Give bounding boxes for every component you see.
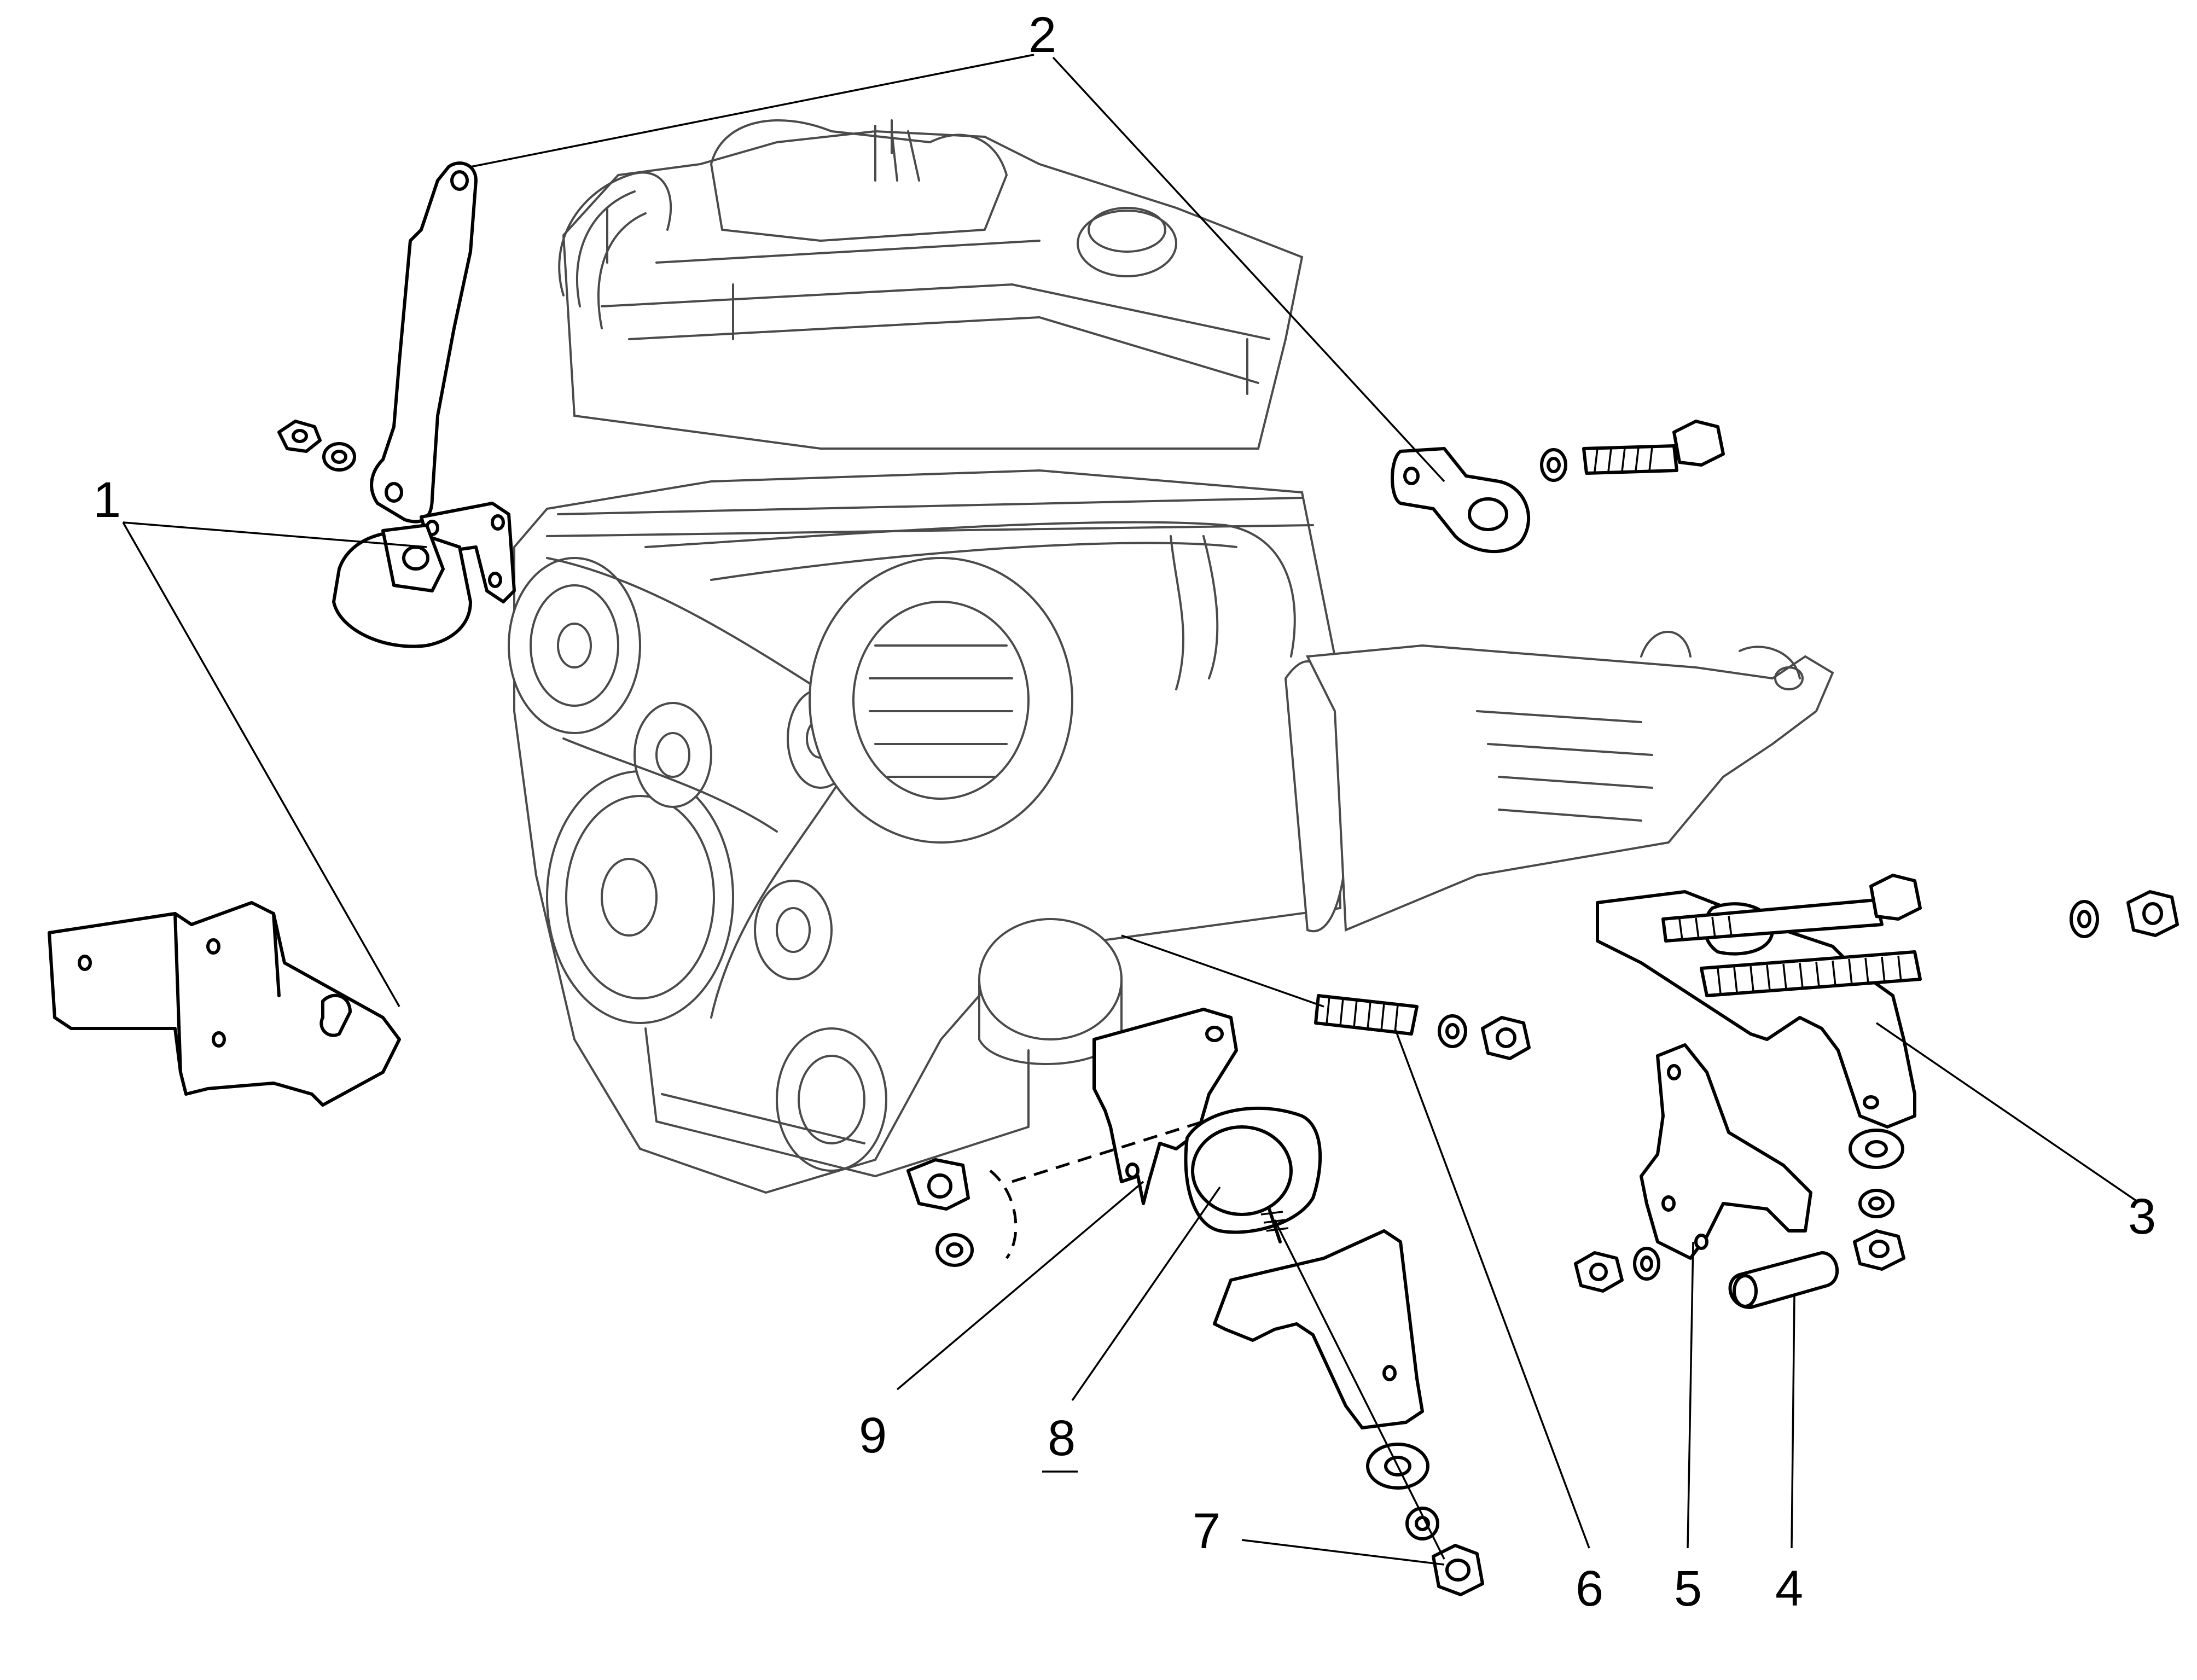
leader-8	[1071, 1187, 1221, 1401]
right-lower-lockwasher	[1858, 1189, 1894, 1218]
leader-2b	[1052, 56, 1445, 483]
leader-lines	[122, 54, 2137, 1566]
right-stud	[1700, 950, 1922, 997]
leader-2a	[470, 54, 1034, 168]
small-hanger-bracket	[1640, 1043, 1812, 1260]
assembly-dashed-line	[1012, 1120, 1204, 1183]
left-center-lockwasher	[935, 1233, 974, 1267]
center-rubber-mount	[1184, 1106, 1322, 1243]
callout-8: 8	[1048, 1410, 1076, 1466]
leader-1b	[122, 522, 400, 1007]
callout-9: 9	[859, 1408, 887, 1463]
callout-7: 7	[1193, 1503, 1220, 1559]
callout-2: 2	[1028, 7, 1056, 63]
callout-6: 6	[1576, 1561, 1603, 1617]
center-stud-washer	[1438, 1014, 1467, 1048]
upper-right-bolt	[1582, 420, 1725, 475]
right-long-bolt	[1661, 874, 1922, 943]
upper-right-washer	[1540, 448, 1567, 482]
callout-3: 3	[2128, 1189, 2156, 1245]
engine-block	[508, 119, 1834, 1194]
right-upper-washer	[2070, 900, 2099, 938]
center-stud	[1314, 994, 1419, 1036]
upper-left-washer	[322, 442, 356, 472]
mount-alignment-line	[1274, 1219, 1445, 1560]
right-lower-nut	[1853, 1229, 1905, 1271]
right-upper-nut	[2126, 890, 2179, 937]
spacer-tube	[1728, 1251, 1839, 1309]
callout-4: 4	[1775, 1561, 1803, 1617]
upper-right-bracket	[1391, 447, 1531, 554]
leader-4	[1791, 1296, 1795, 1549]
leader-1	[123, 521, 427, 548]
leader-7	[1241, 1539, 1445, 1566]
callout-1: 1	[93, 472, 121, 528]
center-lower-nut	[1432, 1544, 1484, 1596]
leader-3	[1876, 1022, 2137, 1202]
stud-alignment-line	[1121, 934, 1324, 1008]
small-bracket-nut	[1574, 1251, 1624, 1293]
callout-5: 5	[1674, 1561, 1702, 1617]
center-lower-lockwasher	[1405, 1507, 1439, 1541]
left-center-nut	[906, 1158, 970, 1211]
leader-5	[1687, 1241, 1694, 1549]
leader-6	[1394, 1028, 1590, 1549]
right-lower-washer-flat	[1849, 1129, 1904, 1169]
callouts: 1 2 3 4 5 6 7 8 9	[93, 7, 2156, 1617]
left-rubber-mount	[332, 524, 472, 648]
upper-left-bracket	[370, 161, 478, 524]
small-bracket-lockwasher	[1633, 1247, 1660, 1281]
center-lower-bracket	[1213, 1229, 1424, 1429]
left-chassis-bracket	[48, 901, 401, 1107]
upper-left-nut	[277, 420, 322, 453]
center-stud-nut	[1481, 1016, 1531, 1060]
center-mount-bracket	[1092, 1008, 1238, 1205]
assembly-dashed-arc	[989, 1170, 1018, 1259]
leader-9	[896, 1181, 1144, 1391]
